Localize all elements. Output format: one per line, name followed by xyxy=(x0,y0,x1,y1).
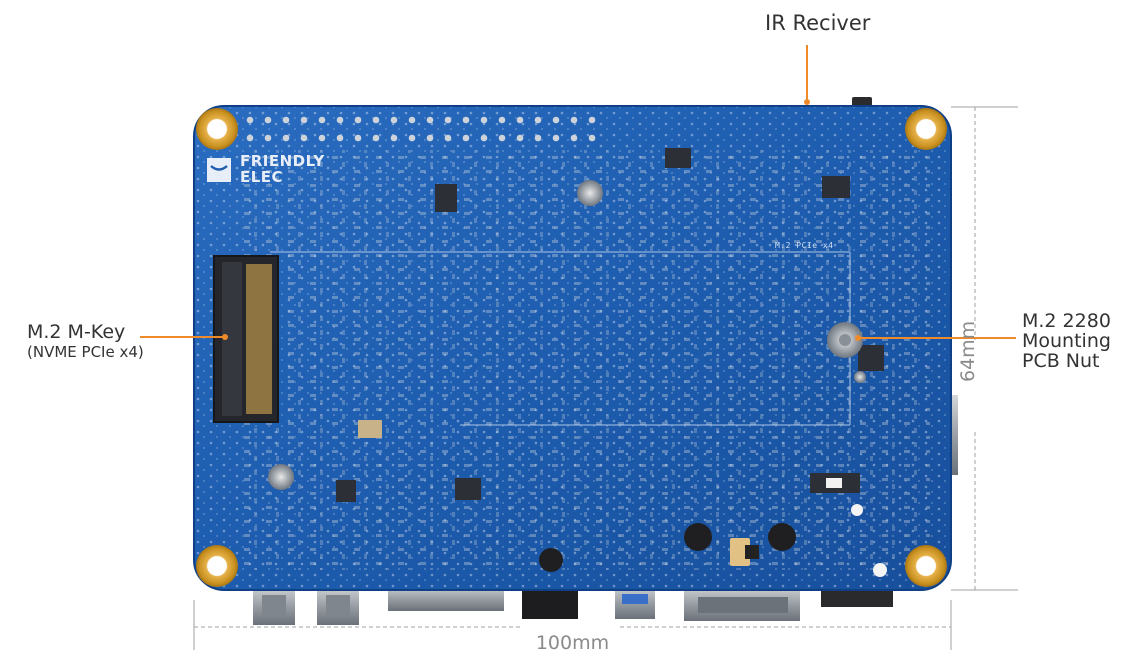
height-dimension-label: 64mm xyxy=(957,320,979,382)
mounting-nut-label-line2: Mounting xyxy=(1022,329,1111,352)
gold-mounting-holes xyxy=(196,108,947,587)
callout-lines xyxy=(140,45,1016,339)
board-chips xyxy=(336,148,887,577)
pcie-silkscreen: M.2 PCIe x4 xyxy=(775,241,834,250)
brand-line2: ELEC xyxy=(240,167,284,186)
mounting-nut-label: M.2 2280 Mounting PCB Nut xyxy=(1022,310,1111,372)
mounting-nut-label-line3: PCB Nut xyxy=(1022,349,1100,372)
mounting-nut-label-line1: M.2 2280 xyxy=(1022,310,1111,332)
width-dimension-text: 100mm xyxy=(535,632,610,654)
board-brand-silkscreen: FRIENDLY ELEC xyxy=(240,152,325,186)
m2-key-label-line2: (NVME PCIe x4) xyxy=(27,342,144,361)
ir-receiver-label: IR Reciver xyxy=(765,11,871,35)
m2-key-label: M.2 M-Key (NVME PCIe x4) xyxy=(27,322,144,360)
pcb-board xyxy=(193,105,952,591)
width-dimension-label: 100mm xyxy=(194,633,951,654)
m2-key-label-line1: M.2 M-Key xyxy=(27,321,126,343)
brand-line1: FRIENDLY xyxy=(240,152,325,170)
dimension-lines xyxy=(193,106,1018,650)
gpio-header xyxy=(246,116,596,142)
